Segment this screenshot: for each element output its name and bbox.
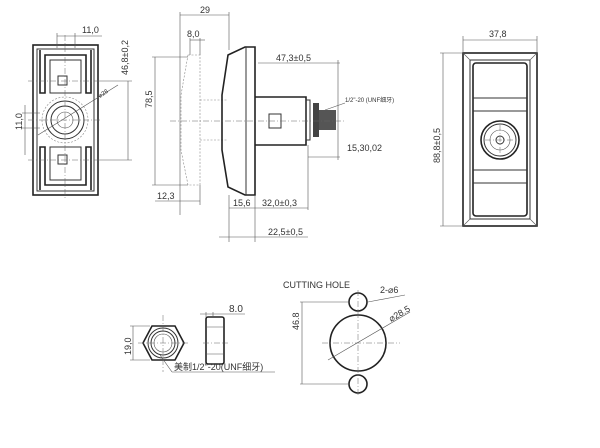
hole-dim: ⌀28.5 <box>387 304 412 324</box>
nut-thread-label: 美制1/2"-20(UNF细牙) <box>174 361 263 372</box>
front-width-dim: 11,0 <box>82 25 99 35</box>
side-ghost-offset-dim: 12,3 <box>157 191 175 201</box>
side-depth-dim: 29 <box>200 5 210 15</box>
side-plate-dim: 15,6 <box>233 198 251 208</box>
side-thread-dim: 15,30,02 <box>347 143 382 153</box>
nut-height-dim: 19,0 <box>123 337 133 355</box>
back-view: 37,8 88,8±0,5 <box>432 29 538 227</box>
cutting-hole-title: CUTTING HOLE <box>283 280 350 290</box>
side-shaft-length-dim: 47,3±0,5 <box>276 53 311 63</box>
back-height-dim: 88,8±0,5 <box>432 128 442 163</box>
side-total-dim: 22,5±0,5 <box>268 227 303 237</box>
cutting-hole: CUTTING HOLE 2-⌀6 ⌀28.5 46.8 <box>283 280 412 396</box>
nut-views: 19,0 8.0 美制1/2"-20(UNF细牙) <box>123 304 275 373</box>
front-offset-dim: 11,0 <box>14 113 24 130</box>
side-thread-label: 1/2"-20 (UNF细牙) <box>345 96 394 104</box>
nut-thickness-dim: 8.0 <box>229 304 243 315</box>
back-width-dim: 37,8 <box>489 29 507 39</box>
front-dia-dim: ⌀28 <box>98 88 110 99</box>
side-shaft-dim: 32,0±0,3 <box>262 198 297 208</box>
small-holes-dim: 2-⌀6 <box>380 285 398 295</box>
front-height-dim: 46,8±0,2 <box>120 40 130 75</box>
side-height-dim: 78,5 <box>144 90 154 108</box>
front-view: 11,0 46,8±0,2 ⌀28 11,0 <box>14 25 132 200</box>
side-ghost-width-dim: 8,0 <box>187 29 200 39</box>
side-view: 29 8,0 78,5 12,3 47,3±0,5 1/2"-20 (UNF细牙… <box>144 5 394 242</box>
spacing-dim: 46.8 <box>291 312 301 330</box>
